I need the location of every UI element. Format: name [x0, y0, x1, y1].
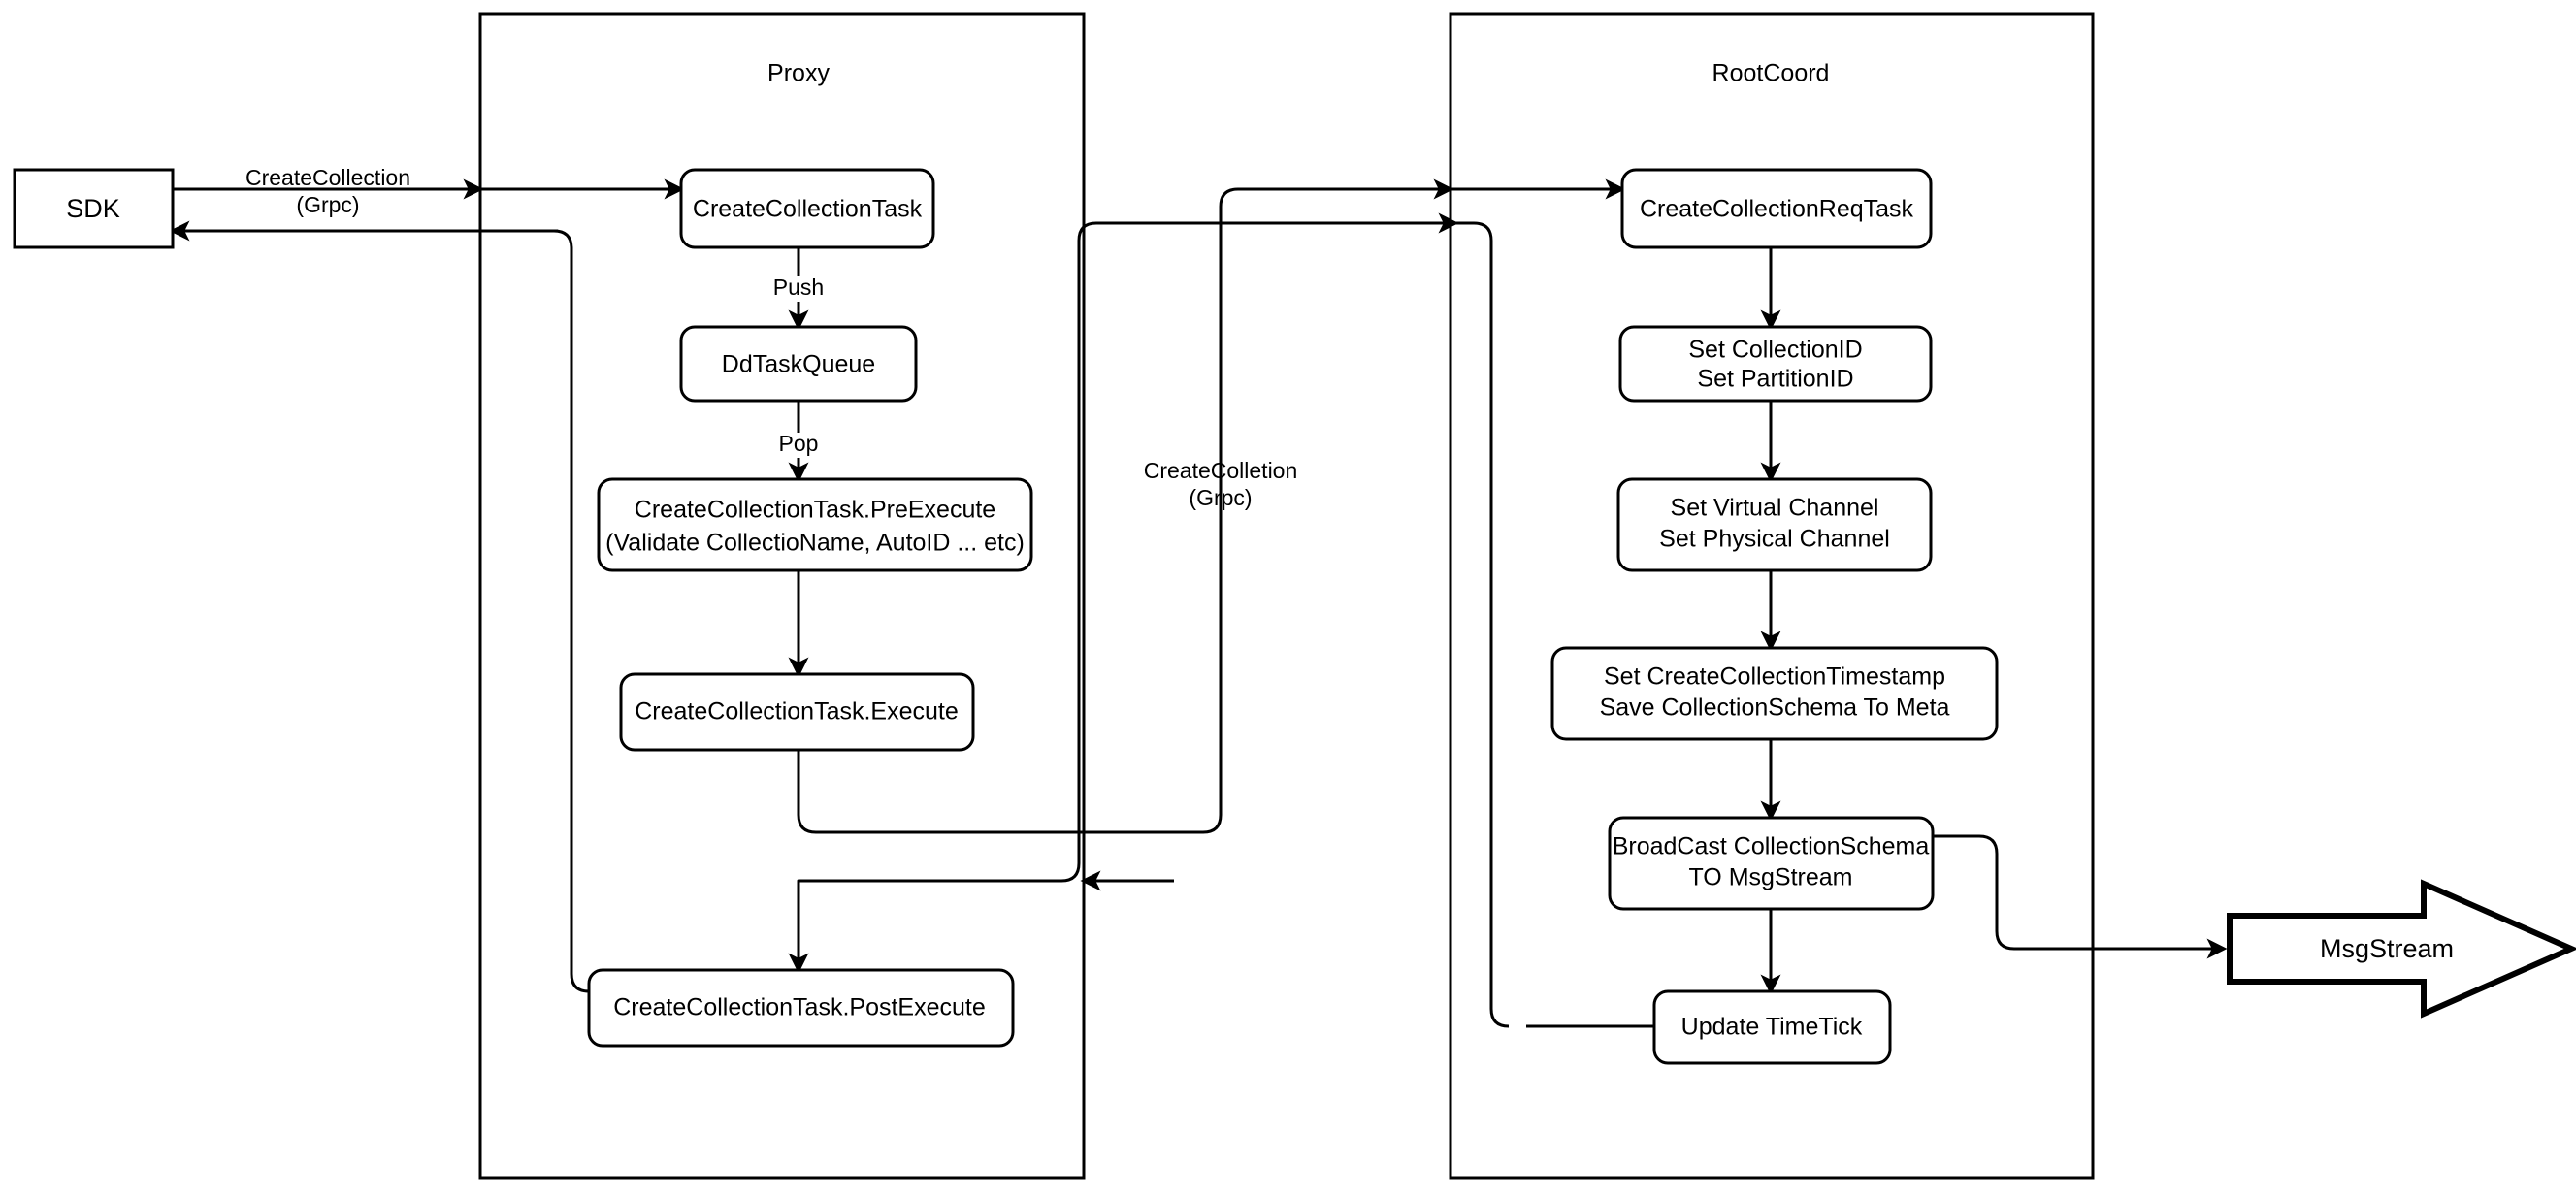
sdk-to-proxy-label-line1: CreateCollection	[245, 165, 410, 190]
node-execute[interactable]: CreateCollectionTask.Execute	[619, 672, 975, 752]
pop-label: Pop	[779, 431, 819, 456]
edge-label-pop: Pop	[772, 431, 827, 458]
sdk-to-proxy-label-line2: (Grpc)	[296, 192, 359, 217]
set-timestamp-label-line2: Save CollectionSchema To Meta	[1600, 695, 1950, 722]
edge-label-sdk-to-proxy: CreateCollection (Grpc)	[245, 165, 410, 217]
set-ids-label-line1: Set CollectionID	[1688, 337, 1862, 364]
node-msgstream[interactable]: MsgStream	[2227, 879, 2576, 1019]
edge-execute-to-rootcoord	[797, 178, 1454, 834]
proxy-to-rootcoord-label-line1: CreateColletion	[1144, 458, 1298, 483]
set-channels-label-line1: Set Virtual Channel	[1671, 495, 1879, 522]
edge-broadcast-to-msgstream	[1933, 834, 2228, 959]
rootcoord-container-title: RootCoord	[1712, 60, 1830, 87]
node-broadcast[interactable]: BroadCast CollectionSchema TO MsgStream	[1608, 816, 1935, 911]
broadcast-label-line2: TO MsgStream	[1688, 864, 1852, 891]
execute-box[interactable]	[619, 672, 975, 752]
broadcast-label-line1: BroadCast CollectionSchema	[1613, 833, 1930, 860]
post-execute-box[interactable]	[587, 968, 1015, 1048]
node-create-collection-req-task[interactable]: CreateCollectionReqTask	[1620, 168, 1933, 249]
node-create-collection-task[interactable]: CreateCollectionTask	[679, 168, 935, 249]
dd-task-queue-box[interactable]	[679, 325, 918, 403]
create-collection-req-task-box[interactable]	[1620, 168, 1933, 249]
pre-execute-label-line1: CreateCollectionTask.PreExecute	[635, 497, 995, 524]
update-timetick-label: Update TimeTick	[1681, 1014, 1863, 1041]
node-set-channels[interactable]: Set Virtual Channel Set Physical Channel	[1616, 477, 1933, 572]
execute-label: CreateCollectionTask.Execute	[635, 698, 959, 726]
edge-postexecute-to-sdk-return	[543, 229, 590, 993]
node-set-ids[interactable]: Set CollectionID Set PartitionID	[1618, 325, 1933, 403]
proxy-to-rootcoord-label-line2: (Grpc)	[1189, 485, 1252, 510]
create-collection-req-task-label: CreateCollectionReqTask	[1640, 196, 1914, 223]
msgstream-arrow-shape[interactable]	[2227, 879, 2576, 1019]
sdk-label: SDK	[66, 194, 120, 223]
create-collection-task-label: CreateCollectionTask	[693, 196, 923, 223]
node-post-execute[interactable]: CreateCollectionTask.PostExecute	[587, 968, 1015, 1048]
set-channels-label-line2: Set Physical Channel	[1659, 526, 1890, 553]
edge-label-push: Push	[766, 275, 831, 302]
set-ids-box[interactable]	[1618, 325, 1933, 403]
broadcast-box[interactable]	[1608, 816, 1935, 911]
node-set-timestamp[interactable]: Set CreateCollectionTimestamp Save Colle…	[1550, 646, 1999, 741]
dd-task-queue-label: DdTaskQueue	[722, 351, 875, 378]
set-channels-box[interactable]	[1616, 477, 1933, 572]
update-timetick-box[interactable]	[1652, 989, 1892, 1065]
edge-label-proxy-to-rootcoord: CreateColletion (Grpc)	[1144, 458, 1298, 510]
node-pre-execute[interactable]: CreateCollectionTask.PreExecute (Validat…	[597, 477, 1033, 572]
node-sdk[interactable]: SDK	[13, 168, 175, 249]
node-dd-task-queue[interactable]: DdTaskQueue	[679, 325, 918, 403]
pop-label-bg	[772, 433, 827, 458]
set-ids-label-line2: Set PartitionID	[1697, 366, 1853, 393]
pre-execute-label-line2: (Validate CollectioName, AutoID ... etc)	[605, 530, 1025, 557]
msgstream-label: MsgStream	[2320, 934, 2454, 963]
set-timestamp-box[interactable]	[1550, 646, 1999, 741]
node-update-timetick[interactable]: Update TimeTick	[1652, 989, 1892, 1065]
post-execute-label: CreateCollectionTask.PostExecute	[613, 994, 986, 1021]
sdk-box[interactable]	[13, 168, 175, 249]
create-collection-task-box[interactable]	[679, 168, 935, 249]
set-timestamp-label-line1: Set CreateCollectionTimestamp	[1604, 663, 1945, 691]
push-label: Push	[773, 275, 824, 300]
edge-rootcoord-to-postexecute	[788, 221, 1510, 1028]
pre-execute-box[interactable]	[597, 477, 1033, 572]
push-label-bg	[766, 276, 831, 302]
proxy-container-title: Proxy	[767, 60, 830, 87]
